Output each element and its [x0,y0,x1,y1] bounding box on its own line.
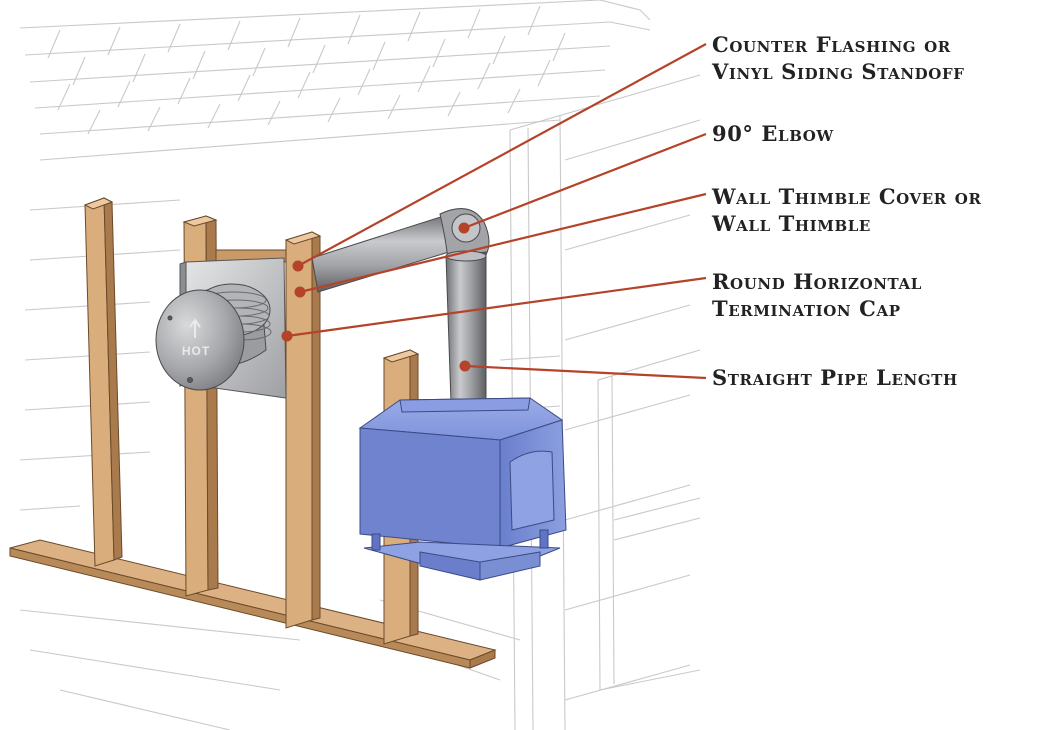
horizontal-pipe [311,213,463,293]
label-counter-flashing-line2: Vinyl Siding Standoff [712,59,965,84]
leader-lines [286,43,707,380]
house-outline [19,0,701,730]
label-straight-pipe: Straight Pipe Length [712,364,958,391]
cap-hot-text: HOT [182,344,210,358]
label-counter-flashing: Counter Flashing or Vinyl Siding Standof… [712,31,964,85]
label-straight-pipe-line1: Straight Pipe Length [712,365,958,390]
label-termination-cap-line2: Termination Cap [712,296,901,321]
label-wall-thimble-line2: Wall Thimble [712,211,871,236]
label-wall-thimble-line1: Wall Thimble Cover or [712,184,982,209]
dot-straight-pipe [459,360,471,372]
straight-pipe [445,250,487,433]
label-termination-cap: Round Horizontal Termination Cap [712,268,922,322]
label-elbow-line1: 90° Elbow [712,121,834,146]
dot-wall-thimble [294,286,306,298]
leader-termination-cap [286,276,707,338]
leader-straight-pipe [464,364,707,380]
dot-counter-flashing [292,260,304,272]
dot-termination-cap [281,330,293,342]
elbow [439,208,490,261]
dot-elbow [458,222,470,234]
wood-stove [358,397,567,581]
roof-shingles [19,0,651,135]
label-wall-thimble: Wall Thimble Cover or Wall Thimble [712,183,982,237]
cap-face [155,289,245,391]
leader-elbow [463,132,707,230]
leader-wall-thimble [299,192,707,294]
leader-counter-flashing [297,43,707,267]
termination-cap [155,283,272,391]
leader-dots [281,222,471,372]
label-elbow: 90° Elbow [712,120,834,147]
stove-door [509,450,555,531]
label-termination-cap-line1: Round Horizontal [712,269,922,294]
label-counter-flashing-line1: Counter Flashing or [712,32,951,57]
up-arrow-icon [189,318,201,338]
stud-1 [83,197,123,567]
window-frame [597,349,701,691]
stud-3 [284,231,322,629]
